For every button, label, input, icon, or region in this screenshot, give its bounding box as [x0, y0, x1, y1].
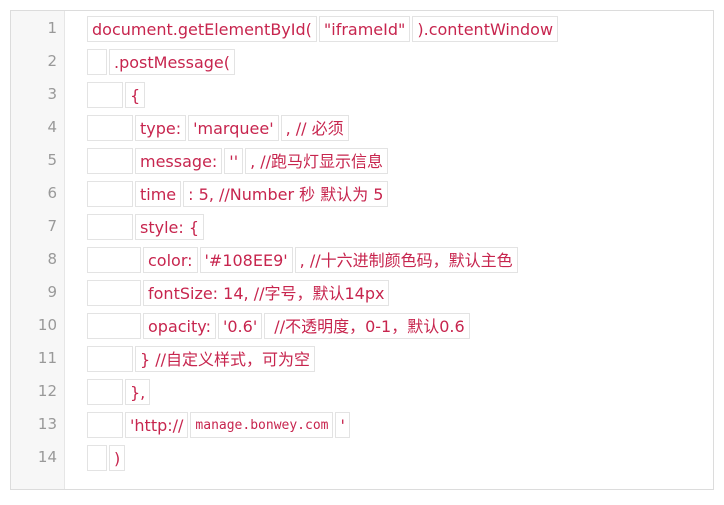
- code-line: opacity:'0.6' //不透明度，0-1，默认0.6: [87, 309, 472, 342]
- code-token: } //自定义样式，可为空: [135, 345, 316, 372]
- code-token: : 5, //Number 秒 默认为 5: [183, 180, 389, 207]
- code-token: , //十六进制颜色码，默认主色: [294, 246, 518, 273]
- code-line: document.getElementById("iframeId").cont…: [87, 12, 560, 45]
- line-number: 2: [47, 52, 57, 70]
- code-line: {: [87, 78, 147, 111]
- indent-guide: [87, 114, 133, 141]
- code-token: message:: [135, 147, 223, 174]
- line-number: 3: [47, 85, 57, 103]
- line-number: 1: [47, 19, 57, 37]
- line-number: 9: [47, 283, 57, 301]
- code-token: ): [109, 444, 126, 471]
- code-line: },: [87, 375, 152, 408]
- code-token: 'marquee': [188, 114, 279, 141]
- code-token: ).contentWindow: [412, 15, 559, 42]
- code-token: fontSize: 14, //字号，默认14px: [143, 279, 390, 306]
- code-token: , // 必须: [280, 114, 349, 141]
- indent-guide: [87, 345, 133, 372]
- code-token: '': [224, 147, 244, 174]
- code-line: } //自定义样式，可为空: [87, 342, 317, 375]
- line-number: 10: [37, 316, 57, 334]
- code-content: document.getElementById("iframeId").cont…: [87, 11, 713, 489]
- code-token: "iframeId": [318, 15, 411, 42]
- code-line: fontSize: 14, //字号，默认14px: [87, 276, 391, 309]
- code-token: {: [125, 81, 146, 108]
- code-line: ): [87, 441, 127, 474]
- code-token: color:: [143, 246, 198, 273]
- line-number: 6: [47, 184, 57, 202]
- code-token: 'http://: [125, 411, 189, 438]
- indent-guide: [87, 411, 123, 438]
- code-line: color:'#108EE9', //十六进制颜色码，默认主色: [87, 243, 520, 276]
- indent-guide: [87, 246, 141, 273]
- code-token: style: {: [135, 213, 205, 240]
- code-line: style: {: [87, 210, 206, 243]
- code-line: message:'', //跑马灯显示信息: [87, 144, 390, 177]
- code-line: .postMessage(: [87, 45, 237, 78]
- line-number: 7: [47, 217, 57, 235]
- code-line: type:'marquee', // 必须: [87, 111, 351, 144]
- line-number: 4: [47, 118, 57, 136]
- code-token: //不透明度，0-1，默认0.6: [264, 312, 470, 339]
- line-number: 12: [37, 382, 57, 400]
- code-token: time: [135, 180, 182, 207]
- indent-guide: [87, 312, 141, 339]
- code-line: time: 5, //Number 秒 默认为 5: [87, 177, 390, 210]
- indent-guide: [87, 81, 123, 108]
- indent-guide: [87, 180, 133, 207]
- code-token: manage.bonwey.com: [190, 411, 334, 438]
- line-number: 11: [37, 349, 57, 367]
- code-token: },: [125, 378, 151, 405]
- line-number: 13: [37, 415, 57, 433]
- code-line: 'http://manage.bonwey.com': [87, 408, 352, 441]
- indent-guide: [87, 48, 107, 75]
- code-token: type:: [135, 114, 187, 141]
- code-token: ': [335, 411, 350, 438]
- line-number: 5: [47, 151, 57, 169]
- code-token: , //跑马灯显示信息: [245, 147, 389, 174]
- indent-guide: [87, 147, 133, 174]
- code-token: opacity:: [143, 312, 216, 339]
- code-token: '0.6': [217, 312, 263, 339]
- line-number: 8: [47, 250, 57, 268]
- code-token: .postMessage(: [109, 48, 236, 75]
- indent-guide: [87, 444, 107, 471]
- code-token: document.getElementById(: [87, 15, 317, 42]
- line-number: 14: [37, 448, 57, 466]
- indent-guide: [87, 279, 141, 306]
- indent-guide: [87, 378, 123, 405]
- code-token: '#108EE9': [199, 246, 293, 273]
- indent-guide: [87, 213, 133, 240]
